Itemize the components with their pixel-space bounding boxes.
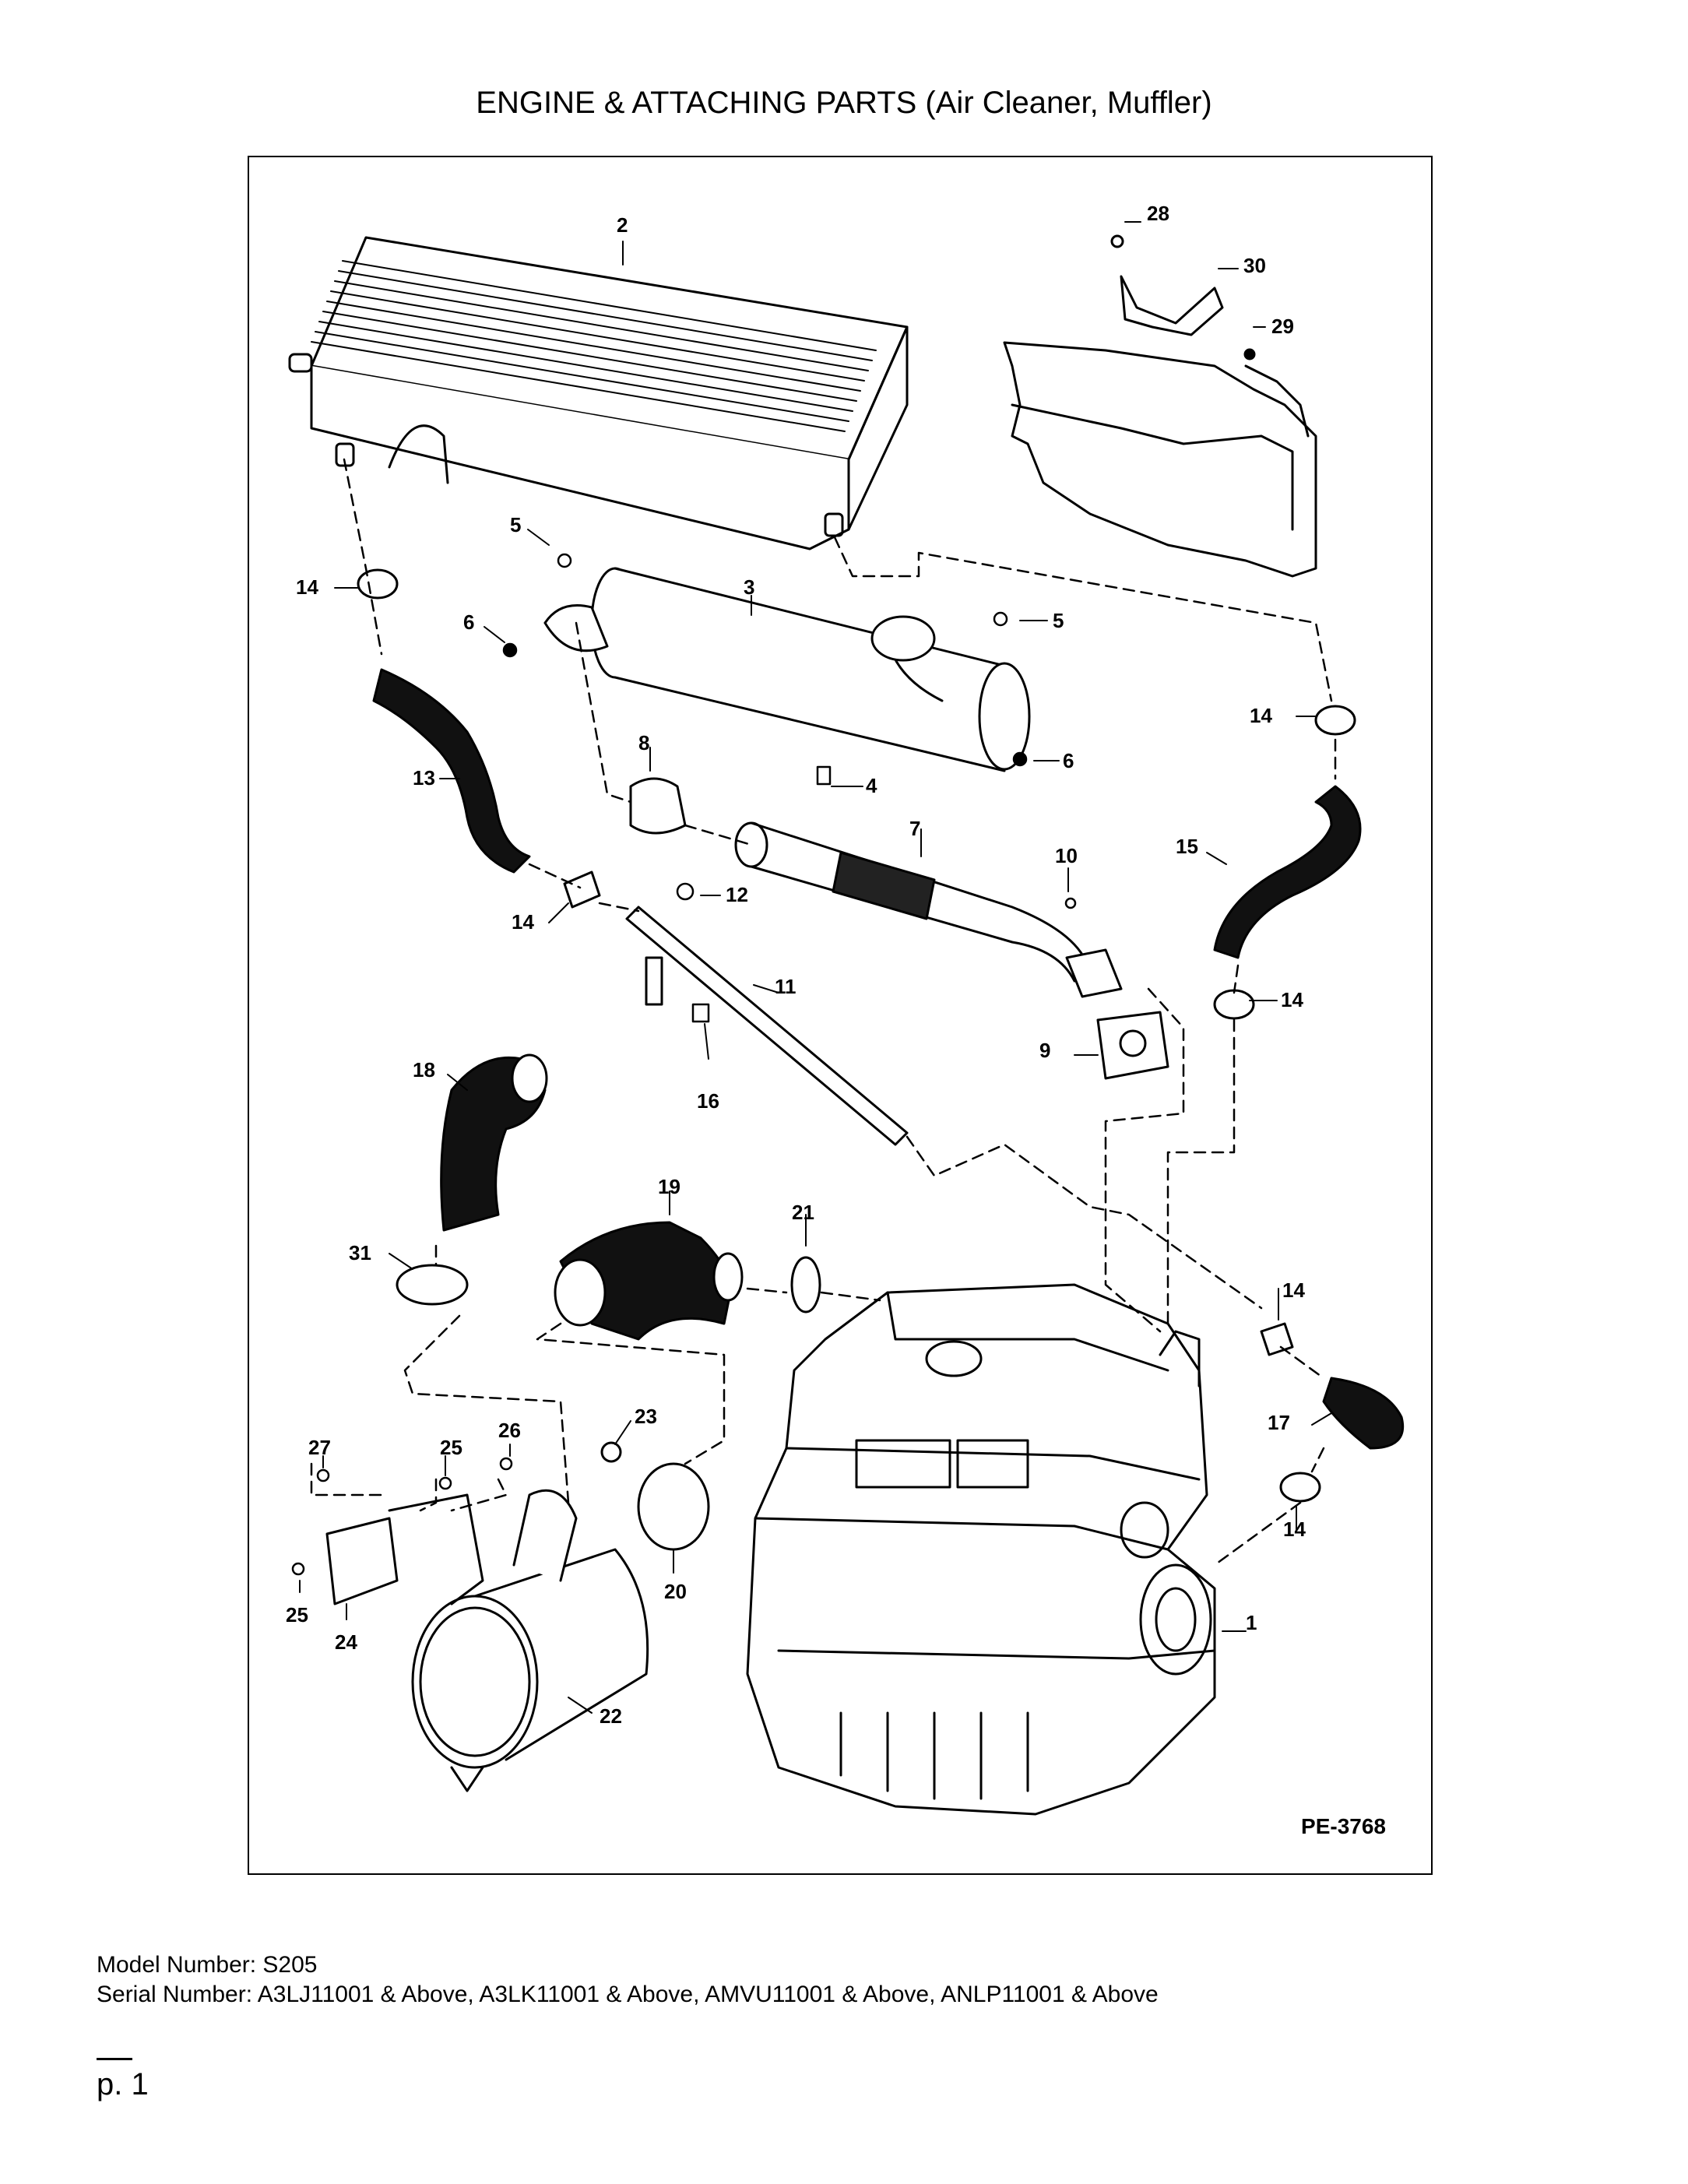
hose-13 <box>372 668 531 874</box>
clamp-21 <box>790 1256 821 1314</box>
clamp-14 <box>1314 705 1356 736</box>
engine-panel <box>1003 341 1317 578</box>
callout-6: 6 <box>463 610 475 634</box>
engine <box>746 1283 1216 1816</box>
muffler <box>543 567 1031 772</box>
callout-2: 2 <box>617 213 628 237</box>
bracket-30 <box>1120 275 1224 336</box>
nut-6 <box>502 642 518 658</box>
callout-21: 21 <box>792 1201 814 1224</box>
diagram-frame: PE-3768 <box>248 156 1433 1875</box>
clamp-8 <box>629 777 687 835</box>
callout-25: 25 <box>440 1436 462 1459</box>
page-number: p. 1 <box>97 2067 149 2101</box>
screw-5 <box>557 553 572 568</box>
bracket-24 <box>325 1517 399 1605</box>
charge-air-cooler <box>288 236 909 550</box>
tube-11 <box>625 906 909 1146</box>
screw-25 <box>438 1476 452 1490</box>
screw-26 <box>499 1457 513 1471</box>
clamp-14 <box>1213 989 1255 1020</box>
callout-5: 5 <box>1053 609 1064 632</box>
callout-1: 1 <box>1246 1611 1257 1634</box>
page-rule <box>97 2058 132 2060</box>
callout-9: 9 <box>1039 1039 1051 1062</box>
gasket-9 <box>1096 1011 1169 1080</box>
leader-lines <box>299 221 1332 1714</box>
page-title: ENGINE & ATTACHING PARTS (Air Cleaner, M… <box>476 86 1212 120</box>
clamp-23 <box>600 1441 622 1463</box>
drawing-id: PE-3768 <box>1301 1814 1386 1838</box>
callout-27: 27 <box>308 1436 331 1459</box>
callout-12: 12 <box>726 883 748 906</box>
callout-14: 14 <box>1250 704 1272 727</box>
callout-10: 10 <box>1055 844 1078 867</box>
screw-16 <box>691 1003 710 1023</box>
callout-30: 30 <box>1243 254 1266 277</box>
fitting-4 <box>816 765 832 786</box>
hose-17 <box>1322 1377 1404 1450</box>
callout-11: 11 <box>775 975 797 998</box>
callout-28: 28 <box>1147 202 1169 225</box>
callout-24: 24 <box>335 1630 357 1654</box>
exhaust-pipe <box>734 821 1123 998</box>
nut-29 <box>1243 348 1256 360</box>
callout-15: 15 <box>1176 835 1198 858</box>
screw-27 <box>316 1468 330 1482</box>
callout-3: 3 <box>744 575 755 599</box>
callout-14: 14 <box>1281 988 1303 1011</box>
screw-5 <box>993 611 1008 627</box>
callout-22: 22 <box>600 1704 622 1728</box>
elbow-18 <box>440 1056 547 1232</box>
plug-10 <box>1064 897 1077 909</box>
air-cleaner <box>411 1489 649 1792</box>
clamp-20 <box>637 1462 710 1551</box>
screw-28 <box>1110 234 1124 248</box>
nut-6 <box>1012 751 1028 767</box>
hose-15 <box>1213 785 1362 959</box>
callout-18: 18 <box>413 1058 435 1081</box>
clamp-14 <box>357 568 399 600</box>
callout-25: 25 <box>286 1603 308 1627</box>
model-number: Model Number: S205 <box>97 1952 318 1978</box>
callout-26: 26 <box>498 1419 521 1442</box>
callout-5: 5 <box>510 513 522 536</box>
callout-31: 31 <box>349 1241 371 1264</box>
callout-29: 29 <box>1271 315 1294 338</box>
callout-13: 13 <box>413 766 435 790</box>
serial-number: Serial Number: A3LJ11001 & Above, A3LK11… <box>97 1982 1159 2007</box>
callout-8: 8 <box>638 731 650 754</box>
callout-19: 19 <box>658 1175 680 1198</box>
callout-14: 14 <box>1283 1518 1306 1541</box>
assembly-lines <box>310 458 1337 1567</box>
callout-23: 23 <box>635 1405 657 1428</box>
clamp-31 <box>396 1264 469 1306</box>
callout-4: 4 <box>866 774 877 797</box>
clamp-14 <box>1260 1322 1294 1356</box>
callout-7: 7 <box>909 817 921 840</box>
screw-25 <box>291 1562 305 1576</box>
callout-14: 14 <box>296 575 318 599</box>
callout-14: 14 <box>1282 1278 1305 1302</box>
callout-16: 16 <box>697 1089 719 1113</box>
callout-20: 20 <box>664 1580 687 1603</box>
cap-12 <box>676 882 695 901</box>
callout-17: 17 <box>1268 1411 1290 1434</box>
clamp-14 <box>563 870 601 909</box>
callout-14: 14 <box>512 910 534 934</box>
callout-6: 6 <box>1063 749 1074 772</box>
clamp-14 <box>1279 1472 1321 1503</box>
